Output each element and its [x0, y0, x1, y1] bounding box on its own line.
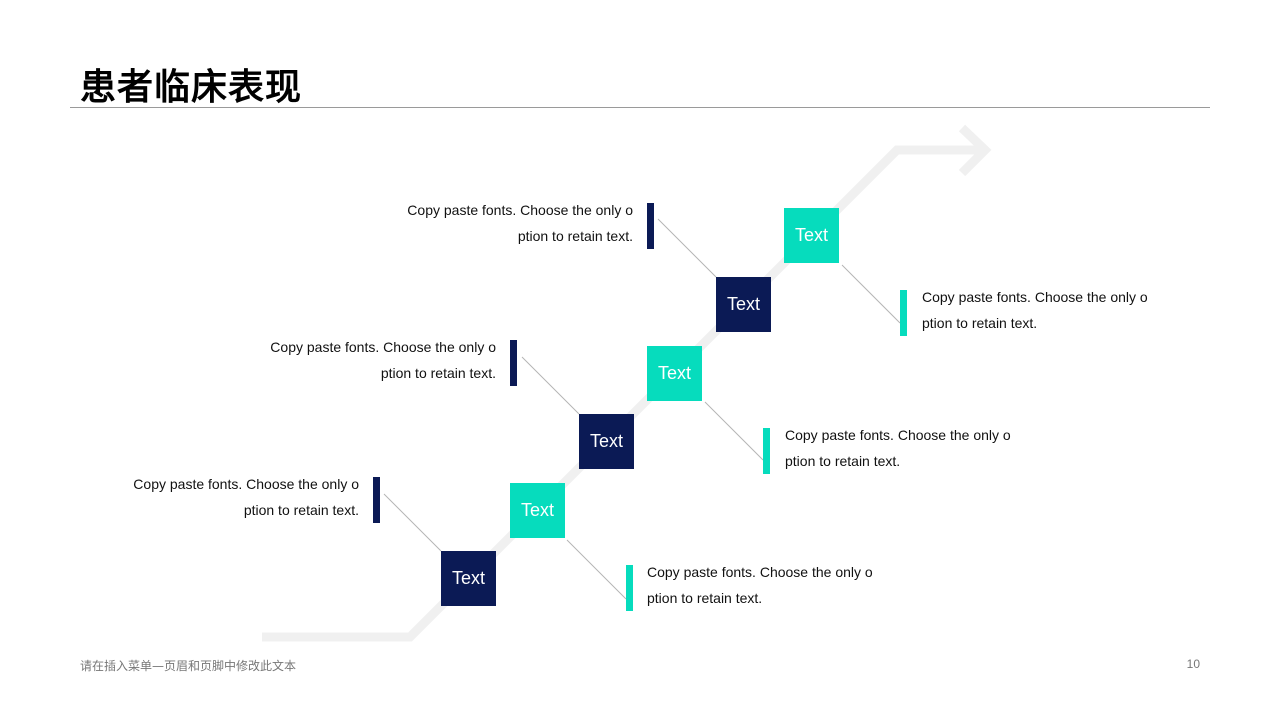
callout-text-line: Copy paste fonts. Choose the only o — [785, 427, 1011, 443]
connector-line-5 — [657, 218, 717, 278]
callout-text-line: ption to retain text. — [517, 228, 633, 244]
title-divider — [70, 107, 1210, 108]
connector-line-4 — [704, 401, 764, 461]
step-box-3: Text — [579, 414, 634, 469]
callout-text-line: ption to retain text. — [380, 365, 496, 381]
callout-text-1: Copy paste fonts. Choose the only o ptio… — [59, 471, 359, 523]
callout-marker-5 — [647, 203, 654, 249]
footer-text: 请在插入菜单—页眉和页脚中修改此文本 — [80, 659, 297, 673]
page-number: 10 — [1186, 657, 1200, 671]
step-box-1: Text — [441, 551, 496, 606]
callout-marker-3 — [510, 340, 517, 386]
callout-marker-6 — [900, 290, 907, 336]
callout-text-2: Copy paste fonts. Choose the only o ptio… — [647, 559, 947, 611]
callout-marker-2 — [626, 565, 633, 611]
callout-text-line: ption to retain text. — [922, 315, 1038, 331]
callout-text-4: Copy paste fonts. Choose the only o ptio… — [785, 422, 1085, 474]
step-box-6: Text — [784, 208, 839, 263]
step-box-2: Text — [510, 483, 565, 538]
connector-line-6 — [841, 264, 901, 324]
callout-text-line: Copy paste fonts. Choose the only o — [133, 476, 359, 492]
step-box-5: Text — [716, 277, 771, 332]
callout-text-line: ption to retain text. — [243, 502, 359, 518]
callout-marker-4 — [763, 428, 770, 474]
callout-text-line: Copy paste fonts. Choose the only o — [922, 289, 1148, 305]
page-title: 患者临床表现 — [80, 67, 303, 108]
callout-text-line: Copy paste fonts. Choose the only o — [270, 339, 496, 355]
connector-line-3 — [521, 356, 580, 415]
callout-text-line: ption to retain text. — [647, 590, 763, 606]
callout-text-3: Copy paste fonts. Choose the only o ptio… — [196, 334, 496, 386]
connector-line-1 — [383, 493, 442, 552]
callout-text-5: Copy paste fonts. Choose the only o ptio… — [333, 197, 633, 249]
callout-text-line: ption to retain text. — [785, 453, 901, 469]
background-arrow-head — [958, 124, 992, 177]
step-box-4: Text — [647, 346, 702, 401]
connector-line-2 — [566, 539, 627, 600]
callout-marker-1 — [373, 477, 380, 523]
callout-text-line: Copy paste fonts. Choose the only o — [647, 564, 873, 580]
callout-text-6: Copy paste fonts. Choose the only o ptio… — [922, 284, 1222, 336]
callout-text-line: Copy paste fonts. Choose the only o — [407, 202, 633, 218]
